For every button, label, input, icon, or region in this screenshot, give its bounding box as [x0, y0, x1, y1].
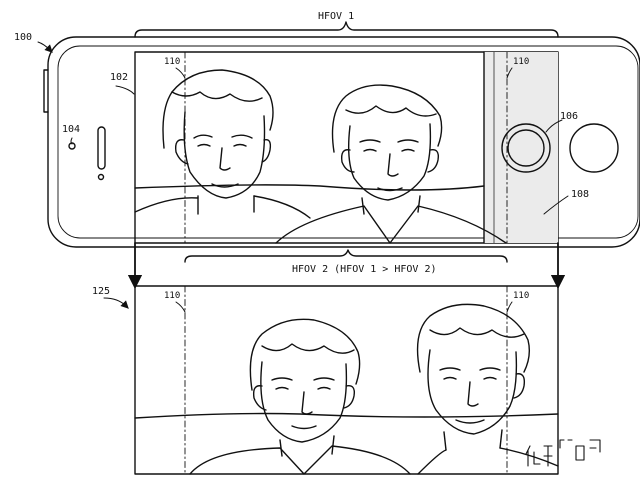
leader-110-tl — [175, 67, 186, 79]
leader-102 — [115, 85, 135, 95]
ref-label-100: 100 — [14, 32, 33, 43]
ref-label-102: 102 — [110, 72, 129, 83]
ref-label-110-top-left: 110 — [164, 57, 181, 67]
leader-106 — [545, 119, 563, 133]
shutter-button-inner — [507, 129, 545, 167]
phone-body — [47, 36, 640, 248]
hfov2-label: HFOV 2 (HFOV 1 > HFOV 2) — [292, 264, 437, 275]
leader-110-bl — [175, 301, 186, 313]
leader-125 — [103, 297, 129, 309]
ref-label-106: 106 — [560, 111, 579, 122]
person-left-bottom — [189, 318, 411, 475]
overlay-region — [484, 52, 558, 243]
leader-110-br — [506, 301, 513, 313]
hfov1-brace — [134, 21, 559, 38]
leader-108 — [543, 195, 569, 215]
ref-label-125: 125 — [92, 286, 111, 297]
hfov2-brace — [184, 249, 508, 263]
secondary-button — [569, 123, 619, 173]
person-right-top — [275, 84, 507, 244]
ref-label-110-bottom-right: 110 — [513, 291, 530, 301]
leader-110-tr — [506, 67, 513, 79]
ref-label-110-bottom-left: 110 — [164, 291, 181, 301]
cropped-frame — [134, 285, 559, 475]
front-camera — [68, 142, 76, 150]
phone-inner-bezel — [57, 45, 639, 239]
earpiece-speaker — [97, 126, 106, 170]
person-right-bottom — [416, 303, 559, 475]
person-left-top — [134, 69, 311, 219]
sensor-dot — [97, 173, 105, 181]
shutter-button-outer — [501, 123, 551, 173]
ref-label-104: 104 — [62, 124, 81, 135]
watermark-stamp — [525, 439, 601, 467]
phone-side-button — [43, 69, 49, 113]
ref-label-110-top-right: 110 — [513, 57, 530, 67]
leader-104 — [70, 137, 73, 145]
ref-label-108: 108 — [571, 189, 590, 200]
hfov1-label: HFOV 1 — [318, 11, 355, 22]
leader-100 — [37, 41, 53, 53]
